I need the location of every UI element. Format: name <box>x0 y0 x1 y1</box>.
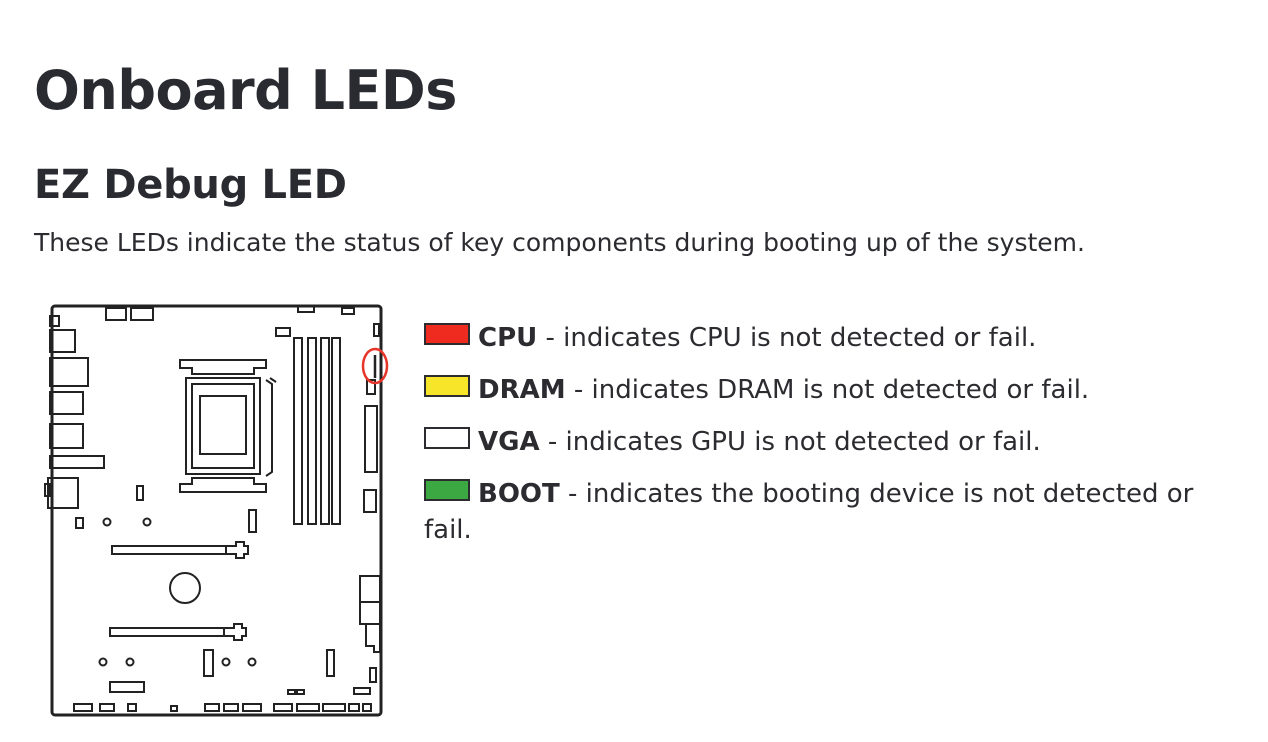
legend-label: VGA <box>478 427 540 457</box>
dimm-slots <box>293 337 341 525</box>
legend-item-vga: VGA - indicates GPU is not detected or f… <box>424 424 1204 460</box>
section-title: EZ Debug LED <box>34 162 347 208</box>
legend-label: CPU <box>478 323 538 353</box>
board-outline <box>50 304 383 717</box>
top-header <box>297 305 315 313</box>
right-connector <box>363 489 377 513</box>
page-title: Onboard LEDs <box>34 59 457 122</box>
top-header <box>105 307 127 321</box>
right-connector <box>359 601 381 625</box>
legend-text: - indicates CPU is not detected or fail. <box>537 323 1037 353</box>
right-connector <box>353 687 371 695</box>
dram-led-swatch <box>424 375 470 397</box>
intro-paragraph: These LEDs indicate the status of key co… <box>34 228 1085 257</box>
right-connector <box>364 405 378 473</box>
bottom-headers <box>73 703 372 712</box>
top-header <box>130 307 154 321</box>
legend-item-cpu: CPU - indicates CPU is not detected or f… <box>424 320 1204 356</box>
right-connector <box>359 575 381 603</box>
legend-label: BOOT <box>478 479 560 509</box>
cpu-socket <box>179 359 277 493</box>
led-legend: CPU - indicates CPU is not detected or f… <box>424 320 1204 564</box>
legend-text: - indicates DRAM is not detected or fail… <box>565 375 1090 405</box>
legend-item-dram: DRAM - indicates DRAM is not detected or… <box>424 372 1204 408</box>
top-header <box>275 327 291 337</box>
top-header <box>373 323 380 337</box>
motherboard-diagram <box>44 304 389 717</box>
cpu-led-swatch <box>424 323 470 345</box>
legend-text: - indicates the booting device is not de… <box>424 479 1194 545</box>
top-header <box>341 307 355 315</box>
boot-led-swatch <box>424 479 470 501</box>
legend-text: - indicates GPU is not detected or fail. <box>539 427 1041 457</box>
led-highlight <box>361 347 389 385</box>
legend-label: DRAM <box>478 375 566 405</box>
vga-led-swatch <box>424 427 470 449</box>
legend-item-boot: BOOT - indicates the booting device is n… <box>424 476 1204 548</box>
pcie-slot-2 <box>109 623 247 641</box>
right-connector <box>369 667 377 683</box>
pcie-slot-1 <box>111 541 249 559</box>
chipset-heatsink <box>169 572 201 604</box>
right-connector <box>366 379 376 395</box>
rear-io-ports <box>44 315 105 509</box>
right-connector <box>365 623 381 653</box>
